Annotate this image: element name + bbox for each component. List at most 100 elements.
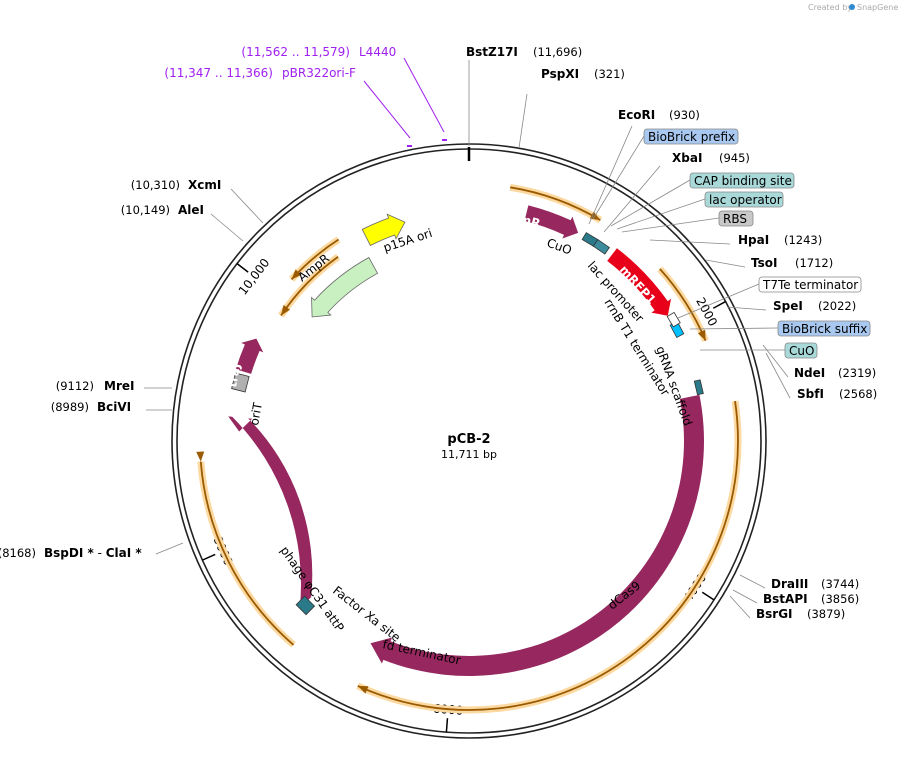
site-leader — [155, 542, 184, 555]
site-name: BsrGI — [756, 607, 793, 621]
snapgene-credit: Created by SnapGene — [808, 3, 898, 12]
site-position: (930) — [669, 108, 700, 122]
site-position: (3744) — [821, 577, 859, 591]
site-name: PspXI — [541, 67, 579, 81]
attp-box — [295, 595, 316, 616]
traj-arrow — [235, 338, 264, 374]
feature-box-label: RBS — [723, 212, 747, 226]
mrfp1-arrow — [607, 248, 671, 316]
site-name: BstZ17I — [466, 45, 518, 59]
site-position: (3856) — [821, 592, 859, 606]
site-leader — [705, 259, 746, 268]
feature-layer — [228, 57, 704, 676]
site-leader — [726, 306, 767, 311]
cuo2-box — [693, 379, 704, 396]
dcas9-arrow — [370, 394, 704, 676]
label-layer: (11,562 .. 11,579) L4440 (11,347 .. 11,366… — [0, 45, 877, 667]
site-name: NdeI — [794, 366, 825, 380]
feature-box — [704, 191, 784, 208]
site-leader — [518, 93, 528, 149]
feature-box — [777, 320, 871, 337]
site-position: (321) — [594, 67, 625, 81]
site-name: XbaI — [672, 151, 702, 165]
cymr-arrow — [524, 205, 579, 239]
credit-name: SnapGene — [857, 3, 898, 12]
primer-name: pBR322ori-F — [282, 66, 356, 80]
feature-box — [784, 342, 818, 359]
orf-arrowhead — [281, 304, 290, 316]
site-position: (9112) — [56, 379, 94, 393]
traj-label: traJ — [225, 362, 243, 388]
primer-leader-l4440 — [403, 57, 445, 133]
site-position: (10,149) — [121, 203, 170, 217]
feature-box-label: BioBrick prefix — [648, 130, 735, 144]
site-position: (11,696) — [533, 45, 582, 59]
feature-box-label: T7Te terminator — [762, 278, 858, 292]
site-name: DraIII — [771, 577, 808, 591]
site-position: (10,310) — [131, 178, 180, 192]
primer-range: (11,562 .. 11,579) — [241, 45, 350, 59]
orit-label: oriT — [247, 401, 265, 427]
scale-tick — [236, 263, 249, 273]
site-name: TsoI — [751, 256, 777, 270]
lac-operator-box — [592, 239, 610, 255]
cuo-label: CuO — [545, 236, 574, 258]
site-leader — [603, 165, 661, 233]
plasmid-size: 11,711 bp — [441, 448, 497, 461]
orf-line — [199, 461, 295, 646]
site-leader — [649, 239, 731, 245]
terminator-box — [666, 311, 681, 328]
site-position: (8168) — [0, 546, 36, 560]
site-position: (2319) — [838, 366, 876, 380]
scale-tick — [712, 300, 726, 309]
site-position: (2022) — [818, 299, 856, 313]
orf-arrowhead — [357, 685, 369, 694]
site-position: (8989) — [51, 400, 89, 414]
feature-box — [718, 210, 754, 227]
ampr-arrow — [311, 256, 379, 318]
scale-tick — [445, 718, 449, 733]
feature-box-label: BioBrick suffix — [782, 322, 867, 336]
orf-arrowhead — [697, 329, 706, 341]
orit-box — [231, 372, 250, 393]
scale-tick — [202, 553, 216, 561]
site-name: BciVI — [97, 400, 131, 414]
site-position: (2568) — [839, 387, 877, 401]
site-name: EcoRI — [618, 108, 655, 122]
plasmid-name: pCB-2 — [447, 432, 490, 447]
orf-arrowhead — [291, 269, 302, 280]
site-name: SpeI — [773, 299, 803, 313]
scale-tick-label: 10,000 — [236, 256, 273, 298]
site-leader — [732, 589, 758, 604]
feature-box-label: CAP binding site — [694, 174, 792, 188]
site-leader — [765, 352, 791, 399]
feature-box — [758, 276, 862, 293]
feature-leader — [689, 327, 779, 330]
primer-range: (11,347 .. 11,366) — [164, 66, 273, 80]
feature-box-label: CuO — [789, 344, 814, 358]
site-name: AleI — [178, 203, 204, 217]
feature-leader — [610, 179, 691, 227]
feature-leader — [677, 283, 760, 319]
snapgene-logo-icon — [849, 4, 855, 10]
feature-box — [643, 128, 739, 145]
site-name: BstAPI — [763, 592, 808, 606]
feature-box — [689, 172, 795, 189]
feature-leader — [621, 217, 720, 233]
site-name: SbfI — [797, 387, 824, 401]
site-leader — [739, 574, 766, 589]
site-name: MreI — [104, 379, 134, 393]
primer-name: L4440 — [359, 45, 396, 59]
site-name: XcmI — [188, 178, 221, 192]
site-name: BspDI * - ClaI * — [44, 546, 142, 560]
site-position: (1712) — [795, 256, 833, 270]
p15a-ori-arrow — [361, 213, 406, 247]
site-position: (945) — [719, 151, 750, 165]
site-position: (1243) — [784, 233, 822, 247]
orf-line — [357, 400, 739, 711]
feature-box-label: lac operator — [709, 193, 782, 207]
factor-xa-label: Factor Xa site — [330, 583, 403, 644]
primer-leader-pbr322 — [363, 80, 411, 139]
integrase-arrow — [228, 416, 313, 609]
